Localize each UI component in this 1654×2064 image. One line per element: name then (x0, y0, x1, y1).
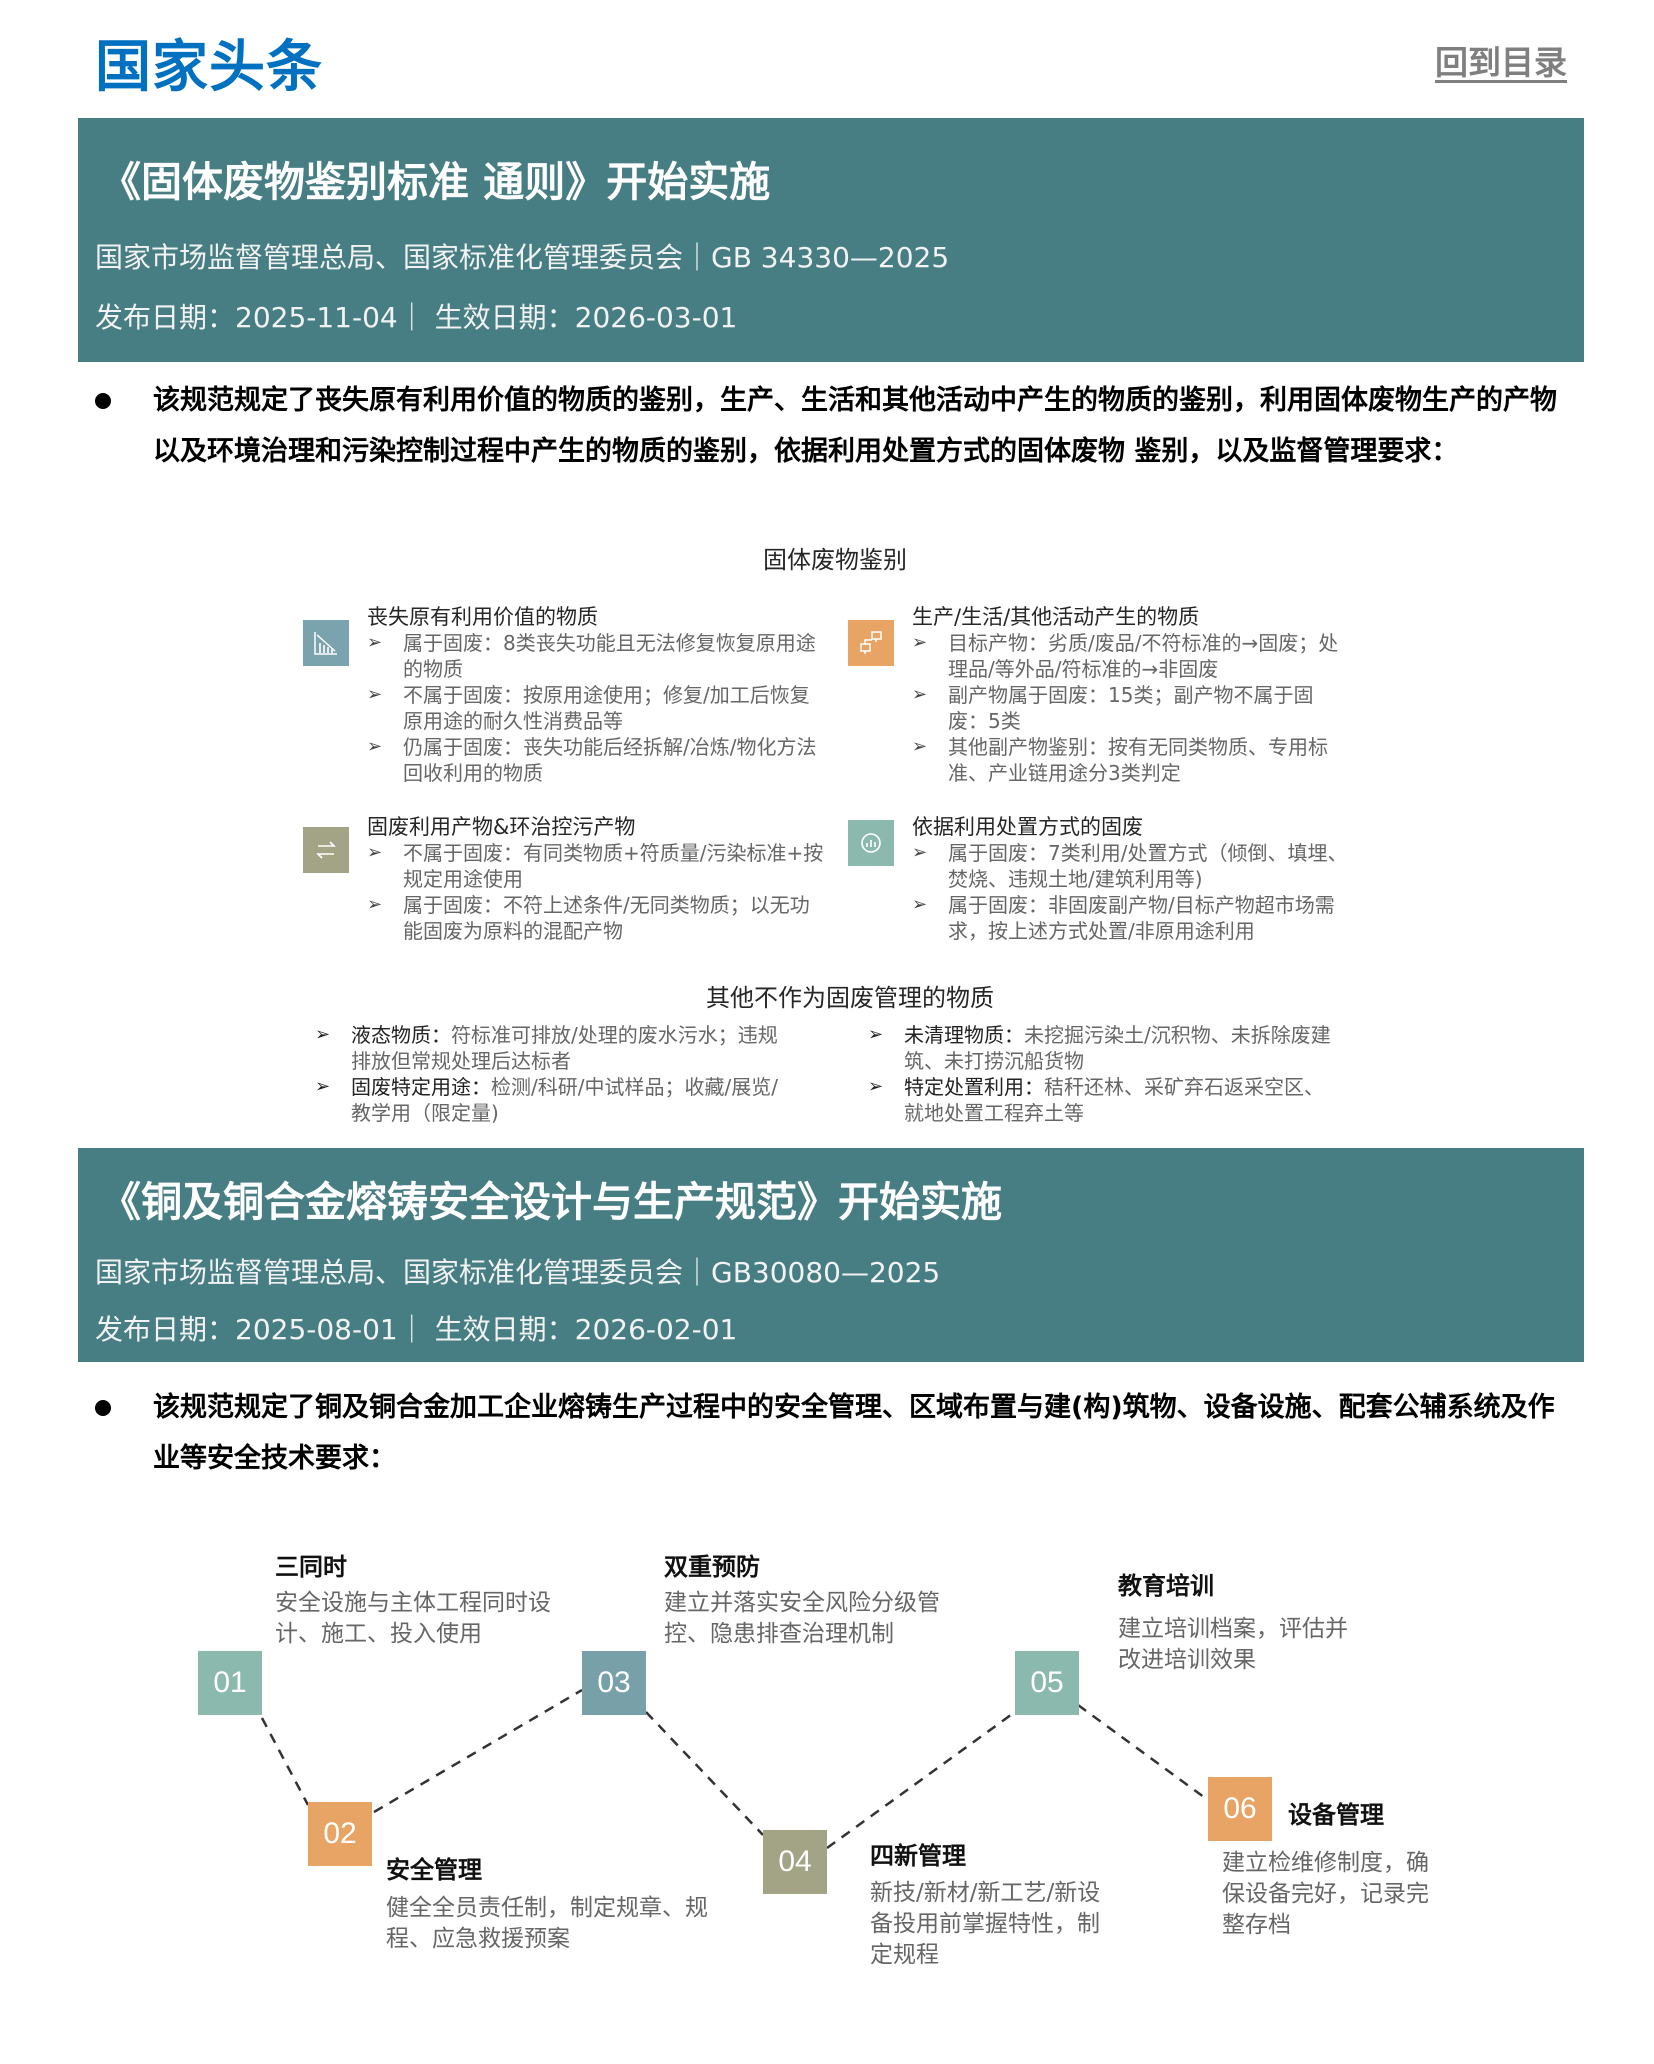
section-dates: 发布日期：2025-08-01｜ 生效日期：2026-02-01 (95, 1313, 738, 1346)
other-title: 其他不作为固废管理的物质 (706, 984, 994, 1012)
step-06-heading: 设备管理 (1288, 1801, 1384, 1829)
category-heading: 丧失原有利用价值的物质 (367, 605, 598, 629)
step-06-badge: 06 (1208, 1777, 1272, 1841)
list-item: ➢副产物属于固废：15类；副产物不属于固废：5类 (912, 683, 1314, 733)
page-title: 国家头条 (95, 35, 323, 100)
step-05-badge: 05 (1015, 1651, 1079, 1715)
cycle-chart-icon (848, 820, 894, 866)
step-05-heading: 教育培训 (1118, 1572, 1214, 1600)
list-item: ➢固废特定用途：检测/科研/中试样品；收藏/展览/教学用（限定量) (315, 1075, 778, 1125)
step-04-desc: 新技/新材/新工艺/新设备投用前掌握特性，制定规程 (870, 1880, 1101, 1968)
section-dates: 发布日期：2025-11-04｜ 生效日期：2026-03-01 (95, 301, 738, 334)
category-1: 丧失原有利用价值的物质 ➢属于固废：8类丧失功能且无法修复恢复原用途的物质 ➢不… (367, 604, 827, 786)
diagram-title: 固体废物鉴别 (763, 546, 907, 574)
step-06-desc: 建立检维修制度，确保设备完好，记录完整存档 (1222, 1850, 1429, 1938)
list-item: ➢未清理物质：未挖掘污染土/沉积物、未拆除废建筑、未打捞沉船货物 (868, 1023, 1331, 1073)
other-list-right: ➢未清理物质：未挖掘污染土/沉积物、未拆除废建筑、未打捞沉船货物 ➢特定处置利用… (868, 1022, 1338, 1126)
bullet-icon (95, 1400, 111, 1416)
list-item: ➢不属于固废：按原用途使用；修复/加工后恢复原用途的耐久性消费品等 (367, 683, 810, 733)
step-01-badge: 01 (198, 1651, 262, 1715)
step-05-desc: 建立培训档案，评估并改进培训效果 (1118, 1616, 1348, 1673)
arrow-bullet-icon: ➢ (367, 842, 383, 863)
category-heading: 生产/生活/其他活动产生的物质 (912, 605, 1200, 629)
arrow-bullet-icon: ➢ (315, 1024, 331, 1045)
network-computers-icon (848, 620, 894, 666)
arrow-bullet-icon: ➢ (868, 1076, 884, 1097)
category-3: 固废利用产物&环治控污产物 ➢不属于固废：有同类物质+符质量/污染标准+按规定用… (367, 814, 827, 944)
list-item: ➢特定处置利用：秸秆还林、采矿弃石返采空区、就地处置工程弃土等 (868, 1075, 1324, 1125)
category-heading: 依据利用处置方式的固废 (912, 815, 1143, 839)
arrow-bullet-icon: ➢ (912, 894, 928, 915)
list-item: ➢仍属于固废：丧失功能后经拆解/冶炼/物化方法回收利用的物质 (367, 735, 817, 785)
summary-text: 该规范规定了丧失原有利用价值的物质的鉴别，生产、生活和其他活动中产生的物质的鉴别… (153, 385, 1557, 467)
arrow-bullet-icon: ➢ (868, 1024, 884, 1045)
bullet-icon (95, 393, 111, 409)
section-issuer: 国家市场监督管理总局、国家标准化管理委员会｜GB 34330—2025 (95, 241, 950, 274)
list-item: ➢目标产物：劣质/废品/不符标准的→固废；处理品/等外品/符标准的→非固废 (912, 631, 1339, 681)
arrow-bullet-icon: ➢ (367, 736, 383, 757)
step-01-desc: 安全设施与主体工程同时设计、施工、投入使用 (275, 1590, 551, 1647)
arrow-bullet-icon: ➢ (912, 632, 928, 653)
section-summary-1: 该规范规定了丧失原有利用价值的物质的鉴别，生产、生活和其他活动中产生的物质的鉴别… (95, 375, 1575, 535)
other-list-left: ➢液态物质：符标准可排放/处理的废水污水；违规排放但常规处理后达标者 ➢固废特定… (315, 1022, 785, 1126)
step-04-heading: 四新管理 (870, 1842, 966, 1870)
list-item: ➢液态物质：符标准可排放/处理的废水污水；违规排放但常规处理后达标者 (315, 1023, 778, 1073)
list-item: ➢属于固废：7类利用/处置方式（倾倒、填埋、焚烧、违规土地/建筑利用等) (912, 841, 1348, 891)
arrow-bullet-icon: ➢ (315, 1076, 331, 1097)
step-02-badge: 02 (308, 1802, 372, 1866)
step-02-heading: 安全管理 (386, 1856, 482, 1884)
list-item: ➢属于固废：非固废副产物/目标产物超市场需求，按上述方式处置/非原用途利用 (912, 893, 1335, 943)
step-03-badge: 03 (582, 1651, 646, 1715)
arrow-bullet-icon: ➢ (912, 842, 928, 863)
arrow-bullet-icon: ➢ (912, 736, 928, 757)
declining-chart-icon (303, 620, 349, 666)
step-03-desc: 建立并落实安全风险分级管控、隐患排查治理机制 (664, 1590, 940, 1647)
back-to-contents-link[interactable]: 回到目录 (1435, 43, 1567, 82)
step-03-heading: 双重预防 (664, 1553, 760, 1581)
section-banner-2: 《铜及铜合金熔铸安全设计与生产规范》开始实施 国家市场监督管理总局、国家标准化管… (78, 1148, 1584, 1362)
section-issuer: 国家市场监督管理总局、国家标准化管理委员会｜GB30080—2025 (95, 1256, 941, 1289)
list-item: ➢属于固废：不符上述条件/无同类物质；以无功能固废为原料的混配产物 (367, 893, 810, 943)
arrow-bullet-icon: ➢ (912, 684, 928, 705)
step-01-heading: 三同时 (275, 1553, 347, 1581)
category-heading: 固废利用产物&环治控污产物 (367, 815, 636, 839)
arrow-bullet-icon: ➢ (367, 632, 383, 653)
arrow-bullet-icon: ➢ (367, 894, 383, 915)
section-title: 《固体废物鉴别标准 通则》开始实施 (100, 158, 771, 206)
section-title: 《铜及铜合金熔铸安全设计与生产规范》开始实施 (100, 1178, 1002, 1226)
summary-text: 该规范规定了铜及铜合金加工企业熔铸生产过程中的安全管理、区域布置与建(构)筑物、… (153, 1392, 1555, 1474)
list-item: ➢其他副产物鉴别：按有无同类物质、专用标准、产业链用途分3类判定 (912, 735, 1328, 785)
arrow-bullet-icon: ➢ (367, 684, 383, 705)
exchange-arrows-icon (303, 827, 349, 873)
step-04-badge: 04 (763, 1830, 827, 1894)
section-banner-1: 《固体废物鉴别标准 通则》开始实施 国家市场监督管理总局、国家标准化管理委员会｜… (78, 118, 1584, 362)
step-02-desc: 健全全员责任制，制定规章、规程、应急救援预案 (386, 1895, 708, 1952)
category-4: 依据利用处置方式的固废 ➢属于固废：7类利用/处置方式（倾倒、填埋、焚烧、违规土… (912, 814, 1352, 944)
section-summary-2: 该规范规定了铜及铜合金加工企业熔铸生产过程中的安全管理、区域布置与建(构)筑物、… (95, 1382, 1575, 1492)
category-2: 生产/生活/其他活动产生的物质 ➢目标产物：劣质/废品/不符标准的→固废；处理品… (912, 604, 1342, 786)
list-item: ➢属于固废：8类丧失功能且无法修复恢复原用途的物质 (367, 631, 816, 681)
list-item: ➢不属于固废：有同类物质+符质量/污染标准+按规定用途使用 (367, 841, 824, 891)
